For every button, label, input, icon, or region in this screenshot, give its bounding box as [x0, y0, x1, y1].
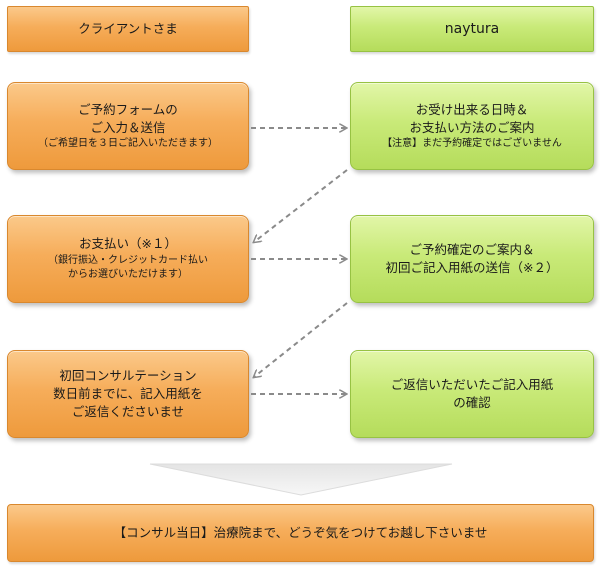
client-step-1-note: （ご希望日を３日ご記入いただきます）	[38, 137, 218, 149]
client-step-3: 初回コンサルテーション 数日前までに、記入用紙を ご返信くださいませ	[7, 350, 249, 438]
provider-step-1-note: 【注意】まだ予約確定ではございません	[382, 137, 562, 149]
header-provider: naytura	[350, 6, 594, 52]
down-triangle-icon	[149, 463, 453, 496]
header-client-label: クライアントさま	[78, 20, 178, 36]
provider-step-2-line1: ご予約確定のご案内＆	[409, 241, 535, 257]
provider-step-3-line1: ご返信いただいたご記入用紙	[390, 376, 554, 392]
arrow-provider1-to-client2	[254, 169, 348, 242]
arrow-provider2-to-client3	[254, 302, 348, 377]
client-step-1-line2: ご入力＆送信	[90, 119, 166, 135]
header-client: クライアントさま	[7, 6, 249, 52]
provider-step-2: ご予約確定のご案内＆ 初回ご記入用紙の送信（※２）	[350, 215, 594, 303]
footer-box: 【コンサル当日】治療院まで、どうぞ気をつけてお越し下さいませ	[7, 504, 594, 562]
footer-text: 【コンサル当日】治療院まで、どうぞ気をつけてお越し下さいませ	[113, 524, 488, 540]
provider-step-1-line2: お支払い方法のご案内	[409, 119, 535, 135]
header-provider-label: naytura	[444, 20, 500, 37]
provider-step-1: お受け出来る日時＆ お支払い方法のご案内 【注意】まだ予約確定ではございません	[350, 82, 594, 170]
client-step-1: ご予約フォームの ご入力＆送信 （ご希望日を３日ご記入いただきます）	[7, 82, 249, 170]
client-step-2-line1: お支払い（※１）	[79, 236, 177, 252]
client-step-2-note1: （銀行振込・クレジットカード払い	[48, 254, 208, 266]
client-step-3-line1: 初回コンサルテーション	[59, 367, 197, 383]
provider-step-3-line2: の確認	[453, 395, 491, 410]
provider-step-3: ご返信いただいたご記入用紙 の確認	[350, 350, 594, 438]
client-step-2-note2: からお選びいただけます）	[68, 269, 188, 281]
provider-step-2-line2: 初回ご記入用紙の送信（※２）	[385, 260, 559, 275]
client-step-3-line2: 数日前までに、記入用紙を	[53, 385, 203, 401]
client-step-1-line1: ご予約フォームの	[78, 101, 178, 117]
client-step-2: お支払い（※１） （銀行振込・クレジットカード払い からお選びいただけます）	[7, 215, 249, 303]
client-step-3-line3: ご返信くださいませ	[71, 404, 185, 420]
provider-step-1-line1: お受け出来る日時＆	[415, 101, 529, 117]
